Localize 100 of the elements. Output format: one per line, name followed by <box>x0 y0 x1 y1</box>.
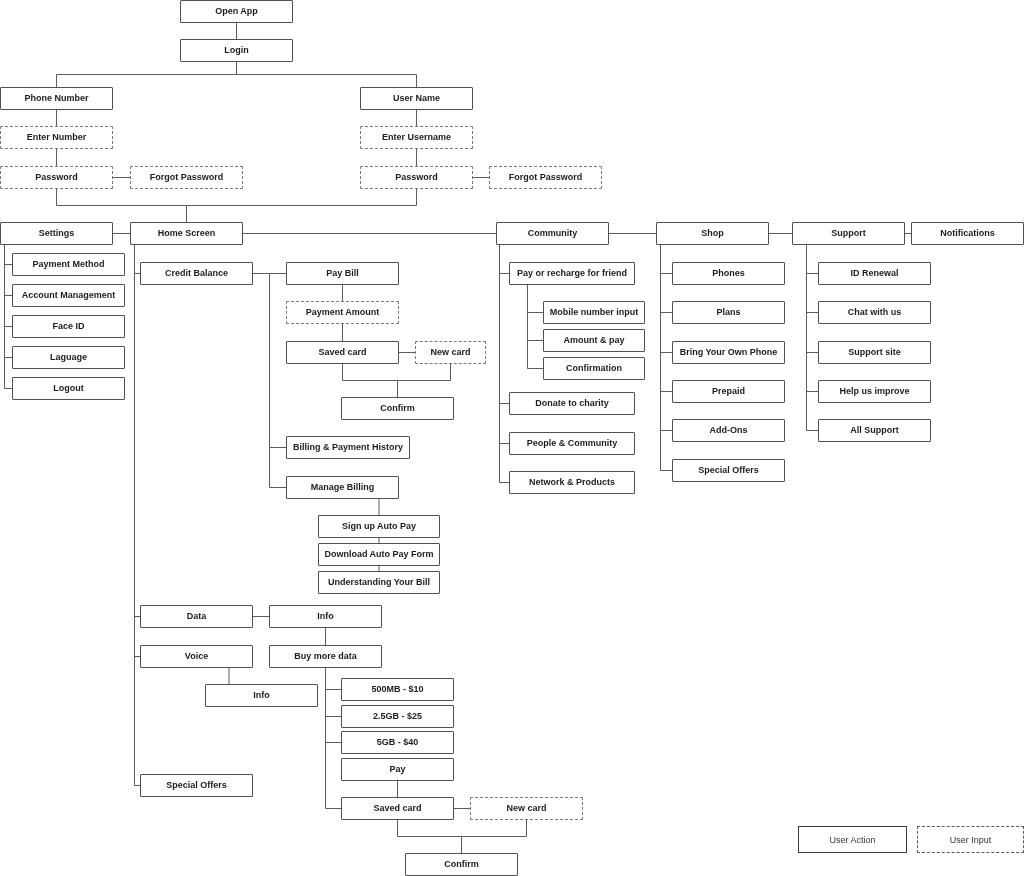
process-box <box>672 341 785 364</box>
node-label: Password <box>35 172 78 183</box>
input-box <box>470 797 583 820</box>
process-box <box>269 645 382 668</box>
node-label: Community <box>527 228 578 239</box>
connector-line <box>472 177 490 178</box>
node-label: 2.5GB - $25 <box>373 711 422 722</box>
connector-line <box>112 233 131 234</box>
process-box <box>672 459 785 482</box>
node-label: Prepaid <box>712 386 745 397</box>
process-box <box>509 471 635 494</box>
node-label: Help us improve <box>839 386 910 397</box>
input-box <box>360 166 473 189</box>
process-box <box>12 377 125 400</box>
node-label: Payment Method <box>32 259 105 270</box>
legend-item: User Action <box>798 826 907 853</box>
process-box <box>656 222 769 245</box>
node-label: Download Auto Pay Form <box>324 549 434 560</box>
connector-line <box>904 233 912 234</box>
node-label: Laguage <box>50 352 87 363</box>
connector-line <box>56 148 57 167</box>
connector-line <box>416 148 417 167</box>
process-box <box>12 284 125 307</box>
process-box <box>341 705 454 728</box>
connector-line <box>186 188 417 223</box>
connector-line <box>252 616 270 617</box>
process-box <box>286 436 410 459</box>
connector-line <box>527 284 544 369</box>
process-box <box>509 392 635 415</box>
node-label: Saved card <box>373 803 422 814</box>
node-label: All Support <box>850 425 899 436</box>
connector-line <box>378 498 380 516</box>
connector-line <box>397 363 451 398</box>
node-label: Credit Balance <box>165 268 228 279</box>
process-box <box>140 645 253 668</box>
node-label: Saved card <box>318 347 367 358</box>
node-label: New card <box>430 347 471 358</box>
node-label: Open App <box>215 6 258 17</box>
connector-line <box>499 244 510 483</box>
node-label: Account Management <box>21 290 116 301</box>
process-box <box>818 301 931 324</box>
input-box <box>415 341 486 364</box>
node-label: 5GB - $40 <box>376 737 419 748</box>
connector-line <box>378 537 380 544</box>
node-label: Pay Bill <box>326 268 359 279</box>
node-label: Enter Username <box>382 132 451 143</box>
connector-line <box>4 244 13 389</box>
process-box <box>286 476 399 499</box>
process-box <box>405 853 518 876</box>
process-box <box>509 432 635 455</box>
node-label: Login <box>224 45 249 56</box>
process-box <box>12 253 125 276</box>
process-box <box>0 87 113 110</box>
node-label: Special Offers <box>698 465 759 476</box>
node-label: Pay <box>389 764 406 775</box>
process-box <box>318 571 440 594</box>
connector-line <box>453 808 471 809</box>
process-box <box>818 419 931 442</box>
process-box <box>911 222 1024 245</box>
node-label: Buy more data <box>294 651 357 662</box>
node-label: Plans <box>716 307 741 318</box>
process-box <box>818 341 931 364</box>
process-box <box>496 222 609 245</box>
connector-line <box>342 284 343 302</box>
node-label: Support site <box>848 347 901 358</box>
connector-line <box>252 273 287 488</box>
process-box <box>818 380 931 403</box>
input-box <box>360 126 473 149</box>
node-label: Forgot Password <box>149 172 224 183</box>
process-box <box>269 605 382 628</box>
connector-line <box>768 233 793 234</box>
node-label: Confirmation <box>566 363 622 374</box>
node-label: Forgot Password <box>508 172 583 183</box>
process-box <box>140 605 253 628</box>
process-box <box>672 380 785 403</box>
process-box <box>0 222 113 245</box>
node-label: Home Screen <box>157 228 216 239</box>
connector-line <box>806 244 819 431</box>
process-box <box>360 87 473 110</box>
connector-line <box>112 177 131 178</box>
connector-line <box>242 233 497 234</box>
node-label: Manage Billing <box>310 482 375 493</box>
node-label: Add-Ons <box>709 425 748 436</box>
process-box <box>140 774 253 797</box>
input-box <box>0 126 113 149</box>
process-box <box>180 0 293 23</box>
node-label: Data <box>186 611 207 622</box>
process-box <box>286 341 399 364</box>
node-label: Network & Products <box>529 477 615 488</box>
node-label: Confirm <box>444 859 479 870</box>
process-box <box>543 329 645 352</box>
process-box <box>672 262 785 285</box>
process-box <box>140 262 253 285</box>
connector-line <box>461 819 527 854</box>
connector-line <box>342 323 343 342</box>
connector-line <box>397 780 398 798</box>
process-box <box>672 419 785 442</box>
connector-line <box>228 667 230 685</box>
process-box <box>341 758 454 781</box>
process-box <box>130 222 243 245</box>
